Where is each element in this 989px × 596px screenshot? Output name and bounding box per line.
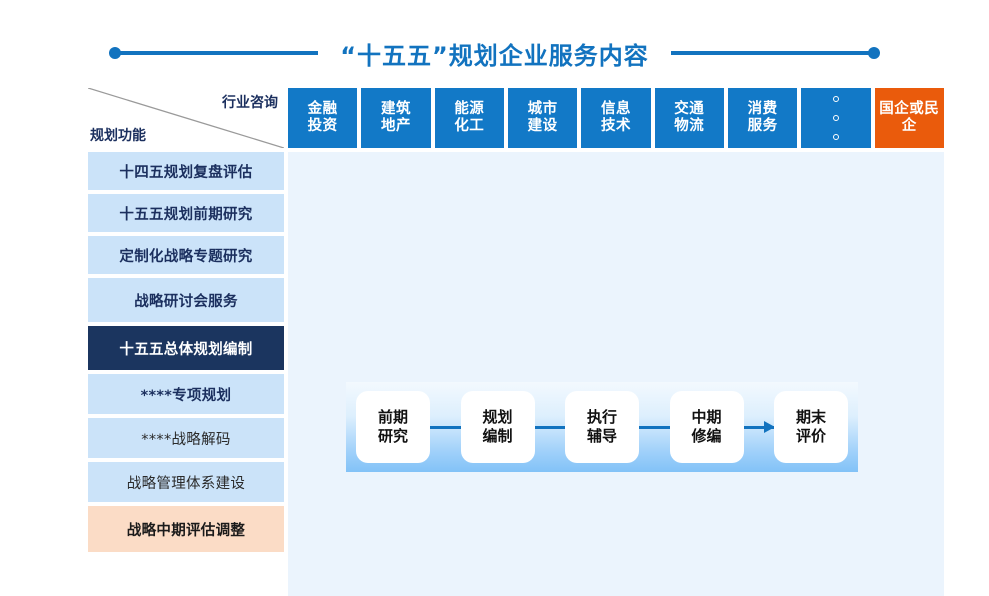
matrix-corner-cell: 行业咨询 规划功能 [88,88,284,148]
title-dot-right-icon [867,47,880,59]
process-flow-band: 前期 研究 规划 编制 执行 辅导 中期 修编 [346,382,858,472]
column-header-line1: 金融 [307,101,338,118]
ellipsis-dot-icon [832,134,839,140]
column-header-energy[interactable]: 能源 化工 [434,88,504,148]
row-header-strategy-mgmt-system[interactable]: 战略管理体系建设 [88,462,284,502]
flow-connector-2 [534,425,565,429]
flow-node-line2: 修编 [691,427,722,445]
matrix-column-headers: 金融 投资 建筑 地产 能源 化工 城市 建设 信息 技术 交通 物流 [288,88,944,148]
row-header-special-plan[interactable]: ****专项规划 [88,374,284,414]
title-rule-left [109,47,319,59]
flow-node-line2: 研究 [377,427,408,445]
column-header-consumer[interactable]: 消费 服务 [727,88,798,148]
column-header-line2: 企 [901,118,917,134]
column-header-line1: 城市 [527,101,558,118]
column-header-line1: 国企或民 [879,101,940,118]
column-header-line2: 技术 [600,118,631,134]
ellipsis-dot-icon [832,96,839,102]
column-header-construction[interactable]: 建筑 地产 [361,88,431,148]
row-axis-label: 规划功能 [90,128,146,144]
service-matrix: 行业咨询 规划功能 金融 投资 建筑 地产 能源 化工 城市 建设 信息 [88,88,944,596]
column-header-line2: 地产 [380,118,411,134]
column-header-transport[interactable]: 交通 物流 [654,88,724,148]
column-header-line2: 服务 [747,118,778,134]
ellipsis-dot-icon [832,115,839,121]
flow-node-line1: 期末 [795,408,826,427]
column-header-line2: 投资 [307,118,338,134]
flow-node-line1: 中期 [691,408,722,427]
row-header-155-prestudy[interactable]: 十五五规划前期研究 [88,194,284,232]
row-header-145-review[interactable]: 十四五规划复盘评估 [88,152,284,190]
flow-node-line2: 编制 [482,427,513,445]
flow-node-plan-drafting[interactable]: 规划 编制 [460,391,535,463]
flow-node-line2: 评价 [795,427,826,445]
title-dot-left-icon [109,47,122,59]
flow-node-midterm-revision[interactable]: 中期 修编 [669,391,744,463]
column-header-more-ellipsis[interactable] [801,88,871,148]
column-header-line1: 信息 [600,101,631,118]
row-header-strategy-seminar[interactable]: 战略研讨会服务 [88,278,284,322]
column-header-line1: 建筑 [380,101,411,118]
flow-node-line1: 规划 [482,408,513,427]
row-header-strategy-decoding[interactable]: ****战略解码 [88,418,284,458]
flow-node-execution-coaching[interactable]: 执行 辅导 [565,391,639,463]
column-header-line1: 能源 [454,101,485,118]
flow-connector-1 [430,425,461,429]
page-title: “十五五”规划企业服务内容 [340,41,649,70]
column-header-urban[interactable]: 城市 建设 [507,88,578,148]
title-rule-right [670,47,880,59]
row-header-midterm-adjustment[interactable]: 战略中期评估调整 [88,506,284,552]
flow-node-line1: 前期 [377,408,408,427]
row-header-155-master-plan[interactable]: 十五五总体规划编制 [88,326,284,370]
flow-connector-arrow-4 [743,425,774,429]
column-header-line2: 物流 [674,118,705,134]
matrix-header-row: 行业咨询 规划功能 金融 投资 建筑 地产 能源 化工 城市 建设 信息 [88,88,944,148]
column-header-line2: 化工 [454,118,485,134]
flow-node-line2: 辅导 [586,427,617,445]
column-header-soe-or-private[interactable]: 国企或民 企 [874,88,944,148]
matrix-row-headers: 十四五规划复盘评估 十五五规划前期研究 定制化战略专题研究 战略研讨会服务 十五… [88,152,284,552]
flow-node-final-evaluation[interactable]: 期末 评价 [774,391,848,463]
column-header-line1: 交通 [674,101,705,118]
flow-connector-3 [639,425,670,429]
row-header-custom-strategy[interactable]: 定制化战略专题研究 [88,236,284,274]
matrix-body: 十四五规划复盘评估 十五五规划前期研究 定制化战略专题研究 战略研讨会服务 十五… [88,152,944,596]
column-axis-label: 行业咨询 [222,95,278,111]
column-header-line1: 消费 [747,101,778,118]
column-header-line2: 建设 [527,118,558,134]
flow-node-line1: 执行 [586,408,617,427]
column-header-infotech[interactable]: 信息 技术 [581,88,651,148]
diagonal-divider-icon [88,88,284,148]
page-title-bar: “十五五”规划企业服务内容 [0,36,989,70]
flow-node-prestudy[interactable]: 前期 研究 [356,391,430,463]
matrix-content-panel: 前期 研究 规划 编制 执行 辅导 中期 修编 [288,152,944,596]
column-header-finance[interactable]: 金融 投资 [288,88,358,148]
